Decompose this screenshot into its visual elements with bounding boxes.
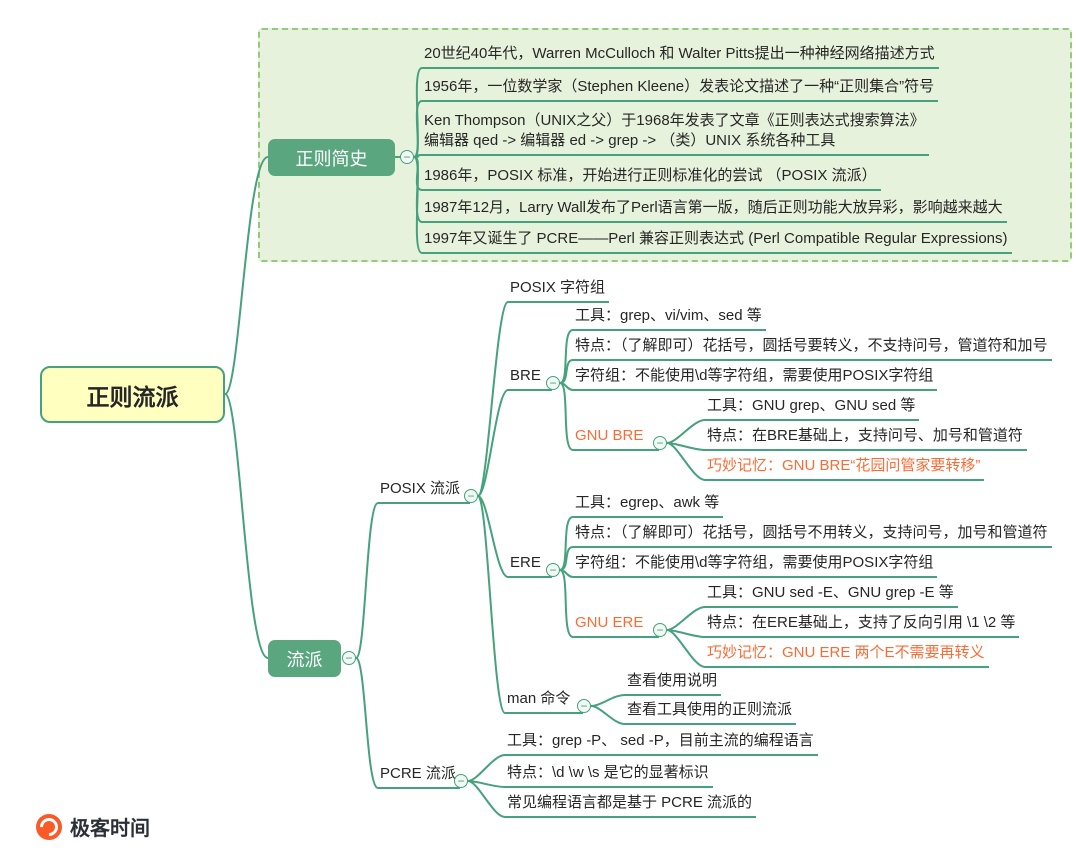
- ere-tools[interactable]: 工具：egrep、awk 等: [573, 493, 724, 518]
- minus-icon: −: [457, 774, 465, 788]
- minus-icon: −: [345, 651, 353, 665]
- collapse-button-posix[interactable]: −: [464, 489, 478, 503]
- history-item[interactable]: 20世纪40年代，Warren McCulloch 和 Walter Pitts…: [422, 44, 939, 69]
- history-item-line1: Ken Thompson（UNIX之父）于1968年发表了文章《正则表达式搜索算…: [424, 112, 925, 129]
- ere-charset[interactable]: 字符组：不能使用\d等字符组，需要使用POSIX字符组: [573, 553, 938, 578]
- topic-gnu-bre[interactable]: GNU BRE: [573, 426, 659, 451]
- man-usage[interactable]: 查看使用说明: [625, 671, 722, 696]
- history-item[interactable]: Ken Thompson（UNIX之父）于1968年发表了文章《正则表达式搜索算…: [422, 111, 929, 156]
- history-item[interactable]: 1956年，一位数学家（Stephen Kleene）发表论文描述了一种“正则集…: [422, 77, 939, 102]
- geektime-icon: [36, 813, 62, 840]
- history-item-line2: 编辑器 qed -> 编辑器 ed -> grep -> （类）UNIX 系统各…: [424, 132, 836, 149]
- connectors: [224, 67, 706, 818]
- collapse-button-schools[interactable]: −: [342, 651, 356, 665]
- bre-charset[interactable]: 字符组：不能使用\d等字符组，需要使用POSIX字符组: [573, 366, 938, 391]
- gnu-bre-features[interactable]: 特点：在BRE基础上，支持问号、加号和管道符: [705, 426, 1027, 451]
- pcre-features[interactable]: 特点：\d \w \s 是它的显著标识: [505, 763, 713, 788]
- ere-features[interactable]: 特点：（了解即可）花括号，圆括号不用转义，支持问号，加号和管道符: [573, 523, 1052, 548]
- pcre-tools[interactable]: 工具：grep -P、 sed -P，目前主流的编程语言: [505, 731, 818, 756]
- collapse-button-gnu-ere[interactable]: −: [653, 623, 667, 637]
- topic-bre[interactable]: BRE: [508, 366, 552, 391]
- root-topic[interactable]: 正则流派: [40, 366, 225, 423]
- minus-icon: −: [403, 150, 411, 164]
- minus-icon: −: [467, 489, 475, 503]
- topic-gnu-ere[interactable]: GNU ERE: [573, 613, 659, 638]
- topic-posix[interactable]: POSIX 流派: [378, 479, 470, 504]
- minus-icon: −: [549, 376, 557, 390]
- bre-tools[interactable]: 工具：grep、vi/vim、sed 等: [573, 306, 766, 331]
- brand-name: 极客时间: [70, 818, 150, 840]
- gnu-bre-tools[interactable]: 工具：GNU grep、GNU sed 等: [705, 396, 920, 421]
- root-topic-label: 正则流派: [86, 383, 179, 410]
- minus-icon: −: [656, 436, 664, 450]
- topic-man[interactable]: man 命令: [505, 689, 583, 714]
- gnu-ere-features[interactable]: 特点：在ERE基础上，支持了反向引用 \1 \2 等: [705, 613, 1020, 638]
- collapse-button-man[interactable]: −: [577, 699, 591, 713]
- gnu-bre-memory[interactable]: 巧妙记忆：GNU BRE“花园问管家要转移”: [705, 456, 985, 481]
- topic-ere[interactable]: ERE: [508, 553, 552, 578]
- topic-pcre[interactable]: PCRE 流派: [378, 764, 460, 789]
- man-school[interactable]: 查看工具使用的正则流派: [625, 700, 797, 725]
- collapse-button-pcre[interactable]: −: [454, 774, 468, 788]
- history-item[interactable]: 1987年12月，Larry Wall发布了Perl语言第一版，随后正则功能大放…: [422, 198, 1007, 223]
- history-item[interactable]: 1997年又诞生了 PCRE——Perl 兼容正则表达式 (Perl Compa…: [422, 229, 1012, 254]
- gnu-ere-tools[interactable]: 工具：GNU sed -E、GNU grep -E 等: [705, 583, 958, 608]
- topic-history[interactable]: 正则简史: [268, 139, 395, 176]
- minus-icon: −: [656, 623, 664, 637]
- topic-schools[interactable]: 流派: [268, 640, 341, 677]
- bre-features[interactable]: 特点：（了解即可）花括号，圆括号要转义，不支持问号，管道符和加号: [573, 336, 1052, 361]
- collapse-button-history[interactable]: −: [400, 150, 414, 164]
- collapse-button-gnu-bre[interactable]: −: [653, 436, 667, 450]
- topic-history-label: 正则简史: [295, 148, 368, 169]
- topic-posix-charset[interactable]: POSIX 字符组: [508, 278, 610, 303]
- collapse-button-bre[interactable]: −: [546, 376, 560, 390]
- brand-logo: 极客时间: [36, 812, 150, 841]
- minus-icon: −: [549, 563, 557, 577]
- minus-icon: −: [580, 699, 588, 713]
- gnu-ere-memory[interactable]: 巧妙记忆：GNU ERE 两个E不需要再转义: [705, 643, 989, 668]
- history-item[interactable]: 1986年，POSIX 标准，开始进行正则标准化的尝试 （POSIX 流派）: [422, 166, 881, 191]
- topic-schools-label: 流派: [286, 649, 323, 670]
- pcre-note[interactable]: 常见编程语言都是基于 PCRE 流派的: [505, 793, 757, 818]
- collapse-button-ere[interactable]: −: [546, 563, 560, 577]
